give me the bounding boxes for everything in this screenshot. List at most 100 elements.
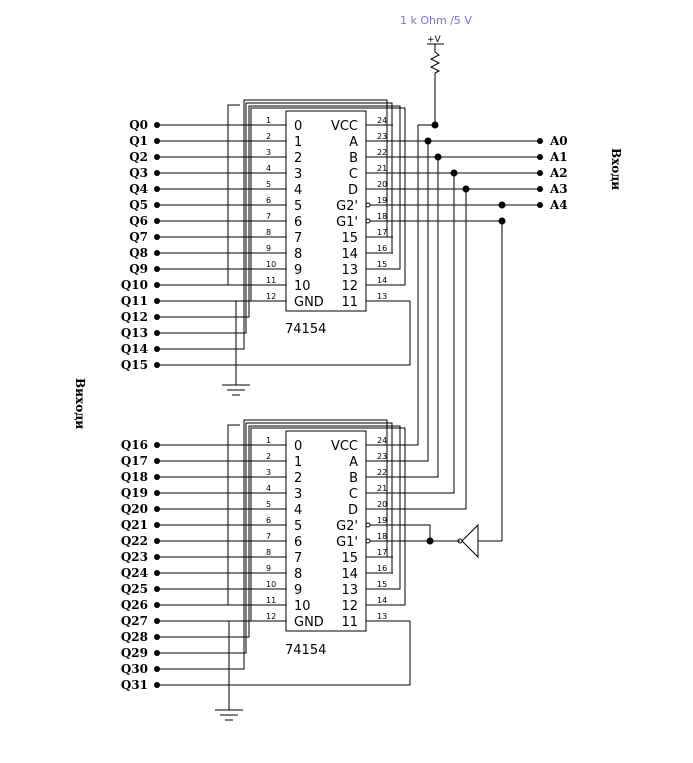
pin-number: 4 <box>266 484 271 493</box>
pin-number: 10 <box>266 580 276 589</box>
output-label: Q27 <box>121 614 148 628</box>
pin-label: G2' <box>336 519 358 534</box>
input-label: A0 <box>549 134 568 148</box>
pin-number: 14 <box>377 276 387 285</box>
pin-label: 15 <box>341 551 358 566</box>
output-label: Q6 <box>129 214 148 228</box>
pin-label: 12 <box>341 279 358 294</box>
pin-label: 11 <box>341 615 358 630</box>
pin-label: VCC <box>331 119 358 134</box>
pin-number: 6 <box>266 196 271 205</box>
output-label: Q7 <box>129 230 148 244</box>
inputs-side-label: Входи <box>609 148 623 190</box>
pin-label: 9 <box>294 263 302 278</box>
input-label: A4 <box>549 198 568 212</box>
output-label: Q14 <box>121 342 148 356</box>
pin-label: 1 <box>294 135 302 150</box>
input-label: A1 <box>549 150 568 164</box>
pin-label: GND <box>294 615 324 630</box>
pin-label: 4 <box>294 183 302 198</box>
pin-label: 5 <box>294 519 302 534</box>
pin-label: 7 <box>294 231 302 246</box>
output-label: Q28 <box>121 630 148 644</box>
pin-number: 16 <box>377 564 387 573</box>
pin-label: C <box>349 487 358 502</box>
resistor-label: 1 k Ohm /5 V <box>400 14 472 27</box>
pin-label: B <box>349 151 358 166</box>
pin-label: 14 <box>341 567 358 582</box>
pin-number: 23 <box>377 132 387 141</box>
output-label: Q15 <box>121 358 148 372</box>
output-label: Q5 <box>129 198 148 212</box>
chip-2-body <box>285 430 367 632</box>
pin-label: VCC <box>331 439 358 454</box>
output-label: Q30 <box>121 662 148 676</box>
output-label: Q1 <box>129 134 148 148</box>
pin-label: 7 <box>294 551 302 566</box>
pin-number: 22 <box>377 148 387 157</box>
pin-label: 0 <box>294 119 302 134</box>
output-label: Q25 <box>121 582 148 596</box>
output-label: Q3 <box>129 166 148 180</box>
pin-number: 13 <box>377 292 387 301</box>
output-label: Q16 <box>121 438 148 452</box>
pin-number: 24 <box>377 436 387 445</box>
output-label: Q26 <box>121 598 148 612</box>
pin-label: 11 <box>341 295 358 310</box>
chip-2-output-loops <box>157 419 411 686</box>
pin-label: A <box>349 135 358 150</box>
pin-label: 13 <box>341 583 358 598</box>
input-label: A2 <box>549 166 568 180</box>
output-label: Q8 <box>129 246 148 260</box>
pin-number: 6 <box>266 516 271 525</box>
pin-label: GND <box>294 295 324 310</box>
pin-label: 3 <box>294 487 302 502</box>
pin-label: G1' <box>336 215 358 230</box>
pin-number: 20 <box>377 180 387 189</box>
output-label: Q18 <box>121 470 148 484</box>
address-bus <box>366 125 540 559</box>
inversion-bubble <box>365 522 371 528</box>
pin-label: 5 <box>294 199 302 214</box>
pin-number: 9 <box>266 244 271 253</box>
pin-number: 14 <box>377 596 387 605</box>
pin-label: 9 <box>294 583 302 598</box>
pin-number: 4 <box>266 164 271 173</box>
pin-number: 1 <box>266 116 271 125</box>
pin-label: G2' <box>336 199 358 214</box>
pin-label: A <box>349 455 358 470</box>
pin-label: 12 <box>341 599 358 614</box>
output-label: Q29 <box>121 646 148 660</box>
pin-number: 22 <box>377 468 387 477</box>
chip-1-name: 74154 <box>285 322 326 337</box>
pin-number: 12 <box>266 612 276 621</box>
outputs-side-label: Виходи <box>73 378 87 429</box>
pin-label: 8 <box>294 567 302 582</box>
pin-label: 1 <box>294 455 302 470</box>
output-label: Q2 <box>129 150 148 164</box>
pin-label: 3 <box>294 167 302 182</box>
pin-number: 13 <box>377 612 387 621</box>
output-label: Q17 <box>121 454 148 468</box>
output-label: Q23 <box>121 550 148 564</box>
pin-number: 21 <box>377 484 387 493</box>
output-label: Q22 <box>121 534 148 548</box>
pin-number: 1 <box>266 436 271 445</box>
output-label: Q12 <box>121 310 148 324</box>
pin-number: 21 <box>377 164 387 173</box>
pin-label: 6 <box>294 215 302 230</box>
supply-label: +V <box>427 35 442 45</box>
pin-number: 18 <box>377 212 387 221</box>
pin-number: 7 <box>266 212 271 221</box>
output-label: Q4 <box>129 182 148 196</box>
output-label: Q21 <box>121 518 148 532</box>
pin-number: 8 <box>266 228 271 237</box>
chip-1-body <box>285 110 367 312</box>
pin-number: 5 <box>266 500 271 509</box>
pin-number: 9 <box>266 564 271 573</box>
pin-number: 18 <box>377 532 387 541</box>
pin-label: D <box>348 503 358 518</box>
pin-label: 8 <box>294 247 302 262</box>
pin-number: 11 <box>266 596 276 605</box>
